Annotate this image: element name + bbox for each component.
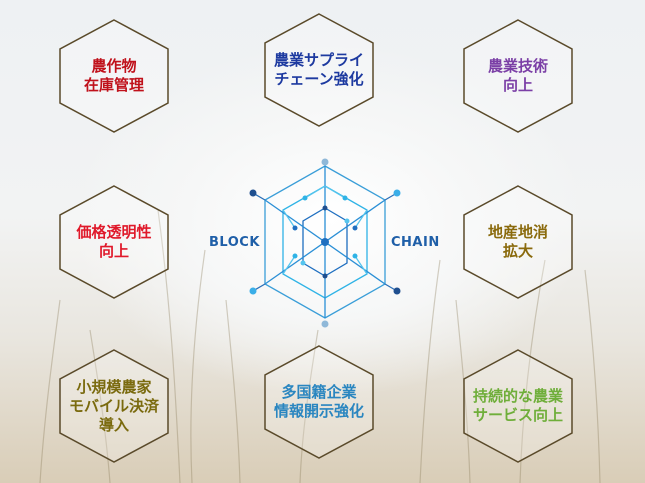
hexagon-frame <box>59 185 169 299</box>
hex-supply-chain: 農業サプライ チェーン強化 <box>263 12 375 128</box>
hex-agri-tech: 農業技術 向上 <box>462 18 574 134</box>
hexagon-frame <box>463 349 573 463</box>
hexagon-frame <box>59 349 169 463</box>
hexagon-frame <box>59 19 169 133</box>
hex-local-production: 地産地消 拡大 <box>462 184 574 300</box>
block-text: BLOCK <box>209 235 260 250</box>
hexagon-frame <box>264 13 374 127</box>
chain-text: CHAIN <box>391 235 440 250</box>
blockchain-logo: BLOCK CHAIN <box>205 158 445 328</box>
hex-label: 農作物 在庫管理 <box>83 57 144 94</box>
hex-label: 多国籍企業 情報開示強化 <box>273 383 364 420</box>
hex-label: 価格透明性 向上 <box>76 223 152 260</box>
hex-price-transparency: 価格透明性 向上 <box>58 184 170 300</box>
snowflake-network-icon <box>249 158 401 328</box>
hex-disclosure: 多国籍企業 情報開示強化 <box>263 344 375 460</box>
hex-label: 農業技術 向上 <box>487 57 548 94</box>
hex-mobile-payment: 小規模農家 モバイル決済 導入 <box>58 348 170 464</box>
hexagon-frame <box>463 19 573 133</box>
hex-label: 地産地消 拡大 <box>487 223 548 260</box>
hexagon-frame <box>463 185 573 299</box>
hex-sustainable-service: 持続的な農業 サービス向上 <box>462 348 574 464</box>
hex-label: 小規模農家 モバイル決済 導入 <box>68 377 159 434</box>
hex-label: 持続的な農業 サービス向上 <box>472 387 563 424</box>
hexagon-frame <box>264 345 374 459</box>
hex-label: 農業サプライ チェーン強化 <box>273 51 364 88</box>
hex-crop-inventory: 農作物 在庫管理 <box>58 18 170 134</box>
